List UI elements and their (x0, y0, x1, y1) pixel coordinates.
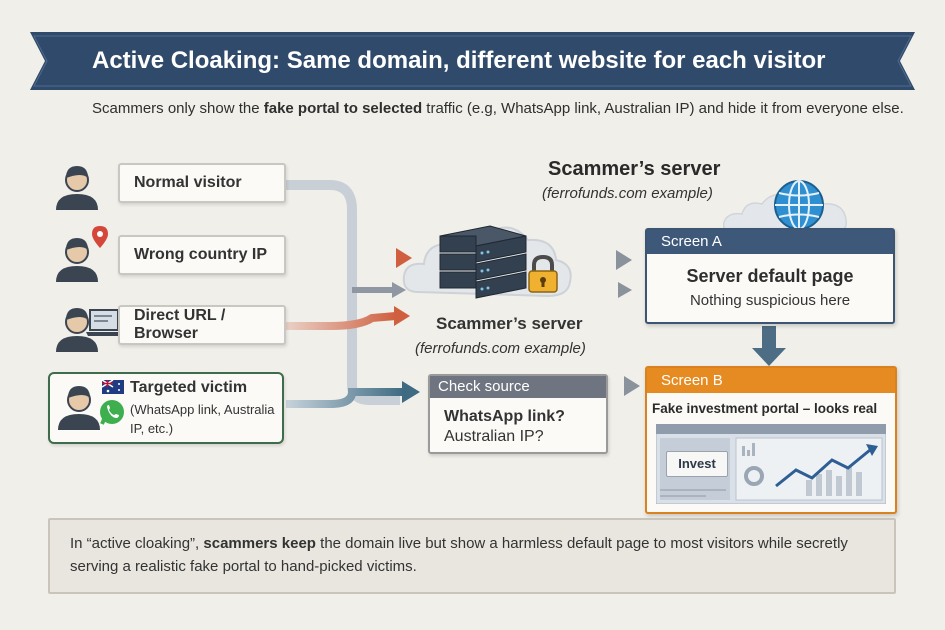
arrow-down (752, 348, 786, 366)
person-icon (58, 386, 100, 430)
laptop-icon (86, 309, 122, 336)
victim-title: Targeted victim (130, 379, 248, 396)
visitor-label: Wrong country IP (134, 246, 268, 263)
person-icon (56, 308, 98, 352)
victim-detail: (WhatsApp link, Australia IP, etc.) (130, 402, 275, 436)
visitor-label: Direct URL / Browser (134, 307, 226, 342)
location-pin-icon (92, 226, 108, 248)
australia-flag-icon (102, 380, 124, 394)
visitor-wrong-country: Wrong country IP (118, 235, 286, 275)
intro-text: Scammers only show the fake portal to se… (92, 100, 904, 117)
screen-a-title: Server default page (686, 266, 854, 286)
server-heading-sub: (ferrofunds.com example) (542, 185, 713, 202)
check-question-whatsapp: WhatsApp link? (444, 408, 565, 425)
person-icon (56, 238, 98, 282)
connector-normal (286, 180, 400, 405)
screen-a-header: Screen A (647, 230, 893, 254)
check-source-header: Check source (430, 376, 606, 398)
footer-text: In “active cloaking”, scammers keep the … (70, 535, 848, 575)
visitor-direct-url: Direct URL / Browser (118, 305, 286, 345)
globe-icon (774, 180, 824, 230)
server-rack-icon (439, 225, 527, 299)
whatsapp-phone-icon (100, 400, 124, 425)
invest-button: Invest (666, 451, 728, 477)
screen-b-caption: Fake investment portal – looks real (652, 401, 878, 416)
server-caption-sub: (ferrofunds.com example) (415, 340, 586, 357)
screen-a-text: Nothing suspicious here (689, 292, 851, 309)
footer-box (48, 518, 896, 594)
padlock-icon (528, 254, 558, 293)
title-banner (30, 32, 915, 90)
person-icon (56, 166, 98, 210)
visitor-label: Normal visitor (134, 174, 242, 191)
page-title: Active Cloaking: Same domain, different … (92, 47, 826, 74)
arrow-direct-url (286, 312, 397, 330)
visitor-normal: Normal visitor (118, 163, 286, 203)
screen-b-header: Screen B (647, 368, 895, 393)
check-question-ip: Australian IP? (444, 428, 544, 445)
arrow-victim (286, 388, 404, 408)
server-caption: Scammer’s server (436, 314, 583, 333)
server-heading: Scammer’s server (548, 158, 721, 180)
